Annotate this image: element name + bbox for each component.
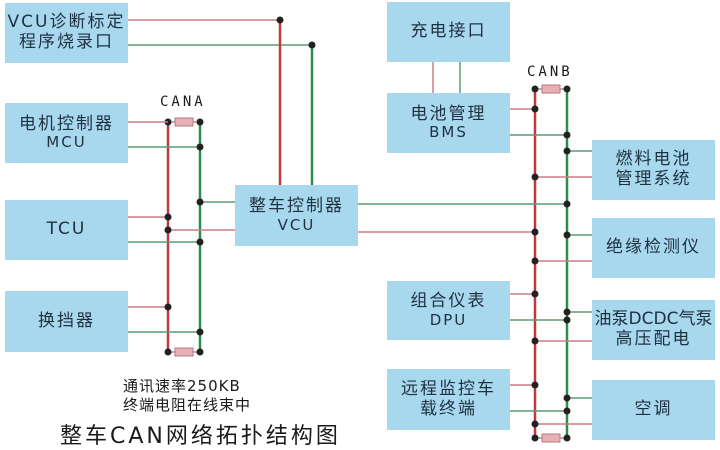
junction-dot: [563, 147, 571, 155]
junction-dot: [164, 226, 172, 234]
junction-dot: [531, 420, 539, 428]
junction-dot: [196, 198, 204, 206]
node-label: 整车控制器: [249, 196, 344, 217]
junction-dot: [164, 213, 172, 221]
junction-dot: [563, 85, 571, 93]
note-terminator: 终端电阻在线束中: [123, 396, 252, 414]
junction-dot: [531, 337, 539, 345]
terminator-resistor: [174, 117, 194, 127]
junction-dot: [531, 257, 539, 265]
junction-dot: [196, 348, 204, 356]
bus-label-cana: CANA: [160, 94, 206, 110]
junction-dot: [563, 308, 571, 316]
junction-dot: [308, 41, 316, 49]
node-label: 电池管理: [410, 103, 487, 124]
node-charger[interactable]: 充电接口: [387, 2, 510, 62]
node-label: 远程监控车: [401, 378, 496, 399]
node-label: 充电接口: [410, 21, 487, 42]
diagram-title: 整车CAN网络拓扑结构图: [60, 424, 341, 449]
node-mcu[interactable]: 电机控制器 MCU: [5, 103, 128, 163]
junction-dot: [563, 200, 571, 208]
junction-dot: [196, 328, 204, 336]
node-label: 油泵DCDC气泵: [594, 309, 713, 330]
terminator-resistor: [541, 84, 561, 94]
terminator-resistor: [174, 347, 194, 357]
junction-dot: [276, 16, 284, 24]
node-fuel-cell[interactable]: 燃料电池 管理系统: [592, 140, 715, 200]
node-label: 高压配电: [615, 329, 692, 349]
node-label: 换挡器: [38, 310, 95, 331]
junction-dot: [531, 228, 539, 236]
junction-dot: [531, 173, 539, 181]
junction-dot: [531, 381, 539, 389]
node-label: 空调: [634, 399, 673, 420]
node-label: 绝缘检测仪: [606, 237, 701, 258]
node-label: DPU: [429, 310, 468, 329]
junction-dot: [196, 143, 204, 151]
node-label: VCU: [277, 215, 316, 234]
node-label: MCU: [46, 133, 87, 152]
junction-dot: [563, 316, 571, 324]
bus-label-canb: CANB: [527, 64, 573, 80]
node-insulation[interactable]: 绝缘检测仪: [592, 218, 715, 278]
junction-dot: [164, 348, 172, 356]
junction-dot: [563, 231, 571, 239]
node-tcu[interactable]: TCU: [5, 200, 128, 260]
node-label: 电机控制器: [19, 113, 114, 134]
node-vcu[interactable]: 整车控制器 VCU: [235, 185, 358, 246]
node-vcu-diag[interactable]: VCU诊断标定 程序烧录口: [5, 3, 128, 63]
node-ac[interactable]: 空调: [592, 380, 715, 440]
node-dpu[interactable]: 组合仪表 DPU: [387, 281, 510, 340]
node-label: TCU: [46, 219, 87, 240]
node-label: VCU诊断标定: [7, 12, 126, 33]
node-pumps[interactable]: 油泵DCDC气泵 高压配电: [592, 300, 715, 360]
terminator-resistor: [541, 433, 561, 443]
junction-dot: [563, 131, 571, 139]
junction-dot: [164, 303, 172, 311]
node-label: 载终端: [420, 398, 477, 419]
junction-dot: [196, 238, 204, 246]
node-bms[interactable]: 电池管理 BMS: [387, 93, 510, 153]
junction-dot: [531, 434, 539, 442]
junction-dot: [531, 85, 539, 93]
node-label: 组合仪表: [410, 291, 487, 312]
junction-dot: [531, 290, 539, 298]
junction-dot: [196, 118, 204, 126]
junction-dot: [531, 105, 539, 113]
junction-dot: [563, 434, 571, 442]
note-baud-rate: 通讯速率250KB: [123, 377, 241, 395]
junction-dot: [563, 394, 571, 402]
node-label: BMS: [429, 123, 468, 142]
node-label: 管理系统: [615, 169, 692, 189]
junction-dot: [563, 407, 571, 415]
node-label: 燃料电池: [615, 149, 692, 170]
node-label: 程序烧录口: [19, 32, 114, 52]
node-shifter[interactable]: 换挡器: [5, 291, 128, 352]
node-telematics[interactable]: 远程监控车 载终端: [387, 369, 510, 430]
